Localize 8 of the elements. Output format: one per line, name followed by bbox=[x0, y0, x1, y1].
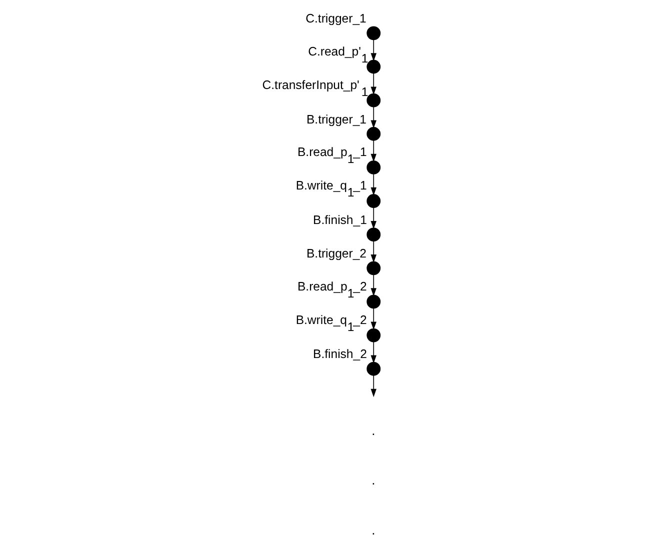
label: . bbox=[372, 472, 376, 488]
node-label: B.finish_1 bbox=[313, 212, 367, 227]
label: . bbox=[372, 522, 376, 538]
label: . bbox=[372, 422, 376, 438]
node-label: B.trigger_2 bbox=[306, 246, 366, 261]
node-label: B.trigger_1 bbox=[306, 112, 366, 126]
node-label: B.finish_2 bbox=[313, 347, 367, 362]
node-label: C.trigger_1 bbox=[306, 12, 366, 26]
